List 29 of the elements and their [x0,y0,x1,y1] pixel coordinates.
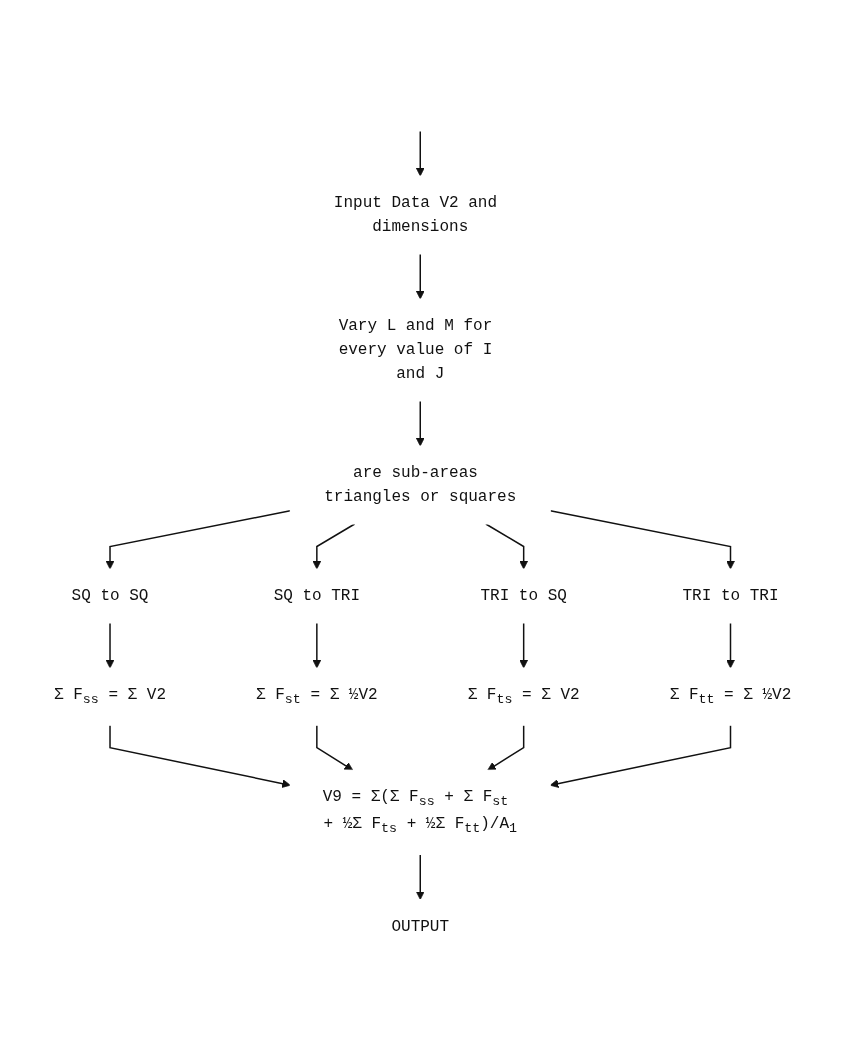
arrow [519,622,529,669]
arrow [416,854,425,901]
arrow [485,523,529,570]
node-text: V9 = Σ(Σ F$_{ss}$ + Σ F$_{st}$ + ½Σ F$_{ts}$ + ½Σ F$_{tt}$)/A$_{1}$ [322,788,518,837]
node-text: Σ F$_{st}$ = Σ ½V2 [256,686,378,708]
arrow [105,510,292,570]
arrow [109,724,291,789]
arrow [105,622,115,669]
arrow [416,130,425,177]
arrow [550,724,732,789]
arrow [316,724,354,771]
node-text: Σ F$_{ts}$ = Σ V2 [468,686,581,708]
node-text: Σ F$_{tt}$ = Σ ½V2 [670,686,792,708]
node-text: TRI to SQ [480,587,568,606]
node-text: Σ F$_{ss}$ = Σ V2 [54,686,167,708]
node-text: Input Data V2 and dimensions [334,194,498,237]
node-text: SQ to SQ [71,587,149,606]
node-text: Vary L and M for every value of I and J [338,317,493,384]
arrow [312,622,322,669]
node-text: OUTPUT [391,917,450,936]
arrow [549,510,736,570]
arrow [487,724,525,771]
arrow [416,400,425,447]
arrow [726,622,736,669]
node-text: are sub-areas triangles or squares [324,464,517,507]
arrow [312,523,356,570]
node-text: SQ to TRI [273,587,361,606]
arrow [416,253,425,300]
node-text: TRI to TRI [682,587,779,606]
